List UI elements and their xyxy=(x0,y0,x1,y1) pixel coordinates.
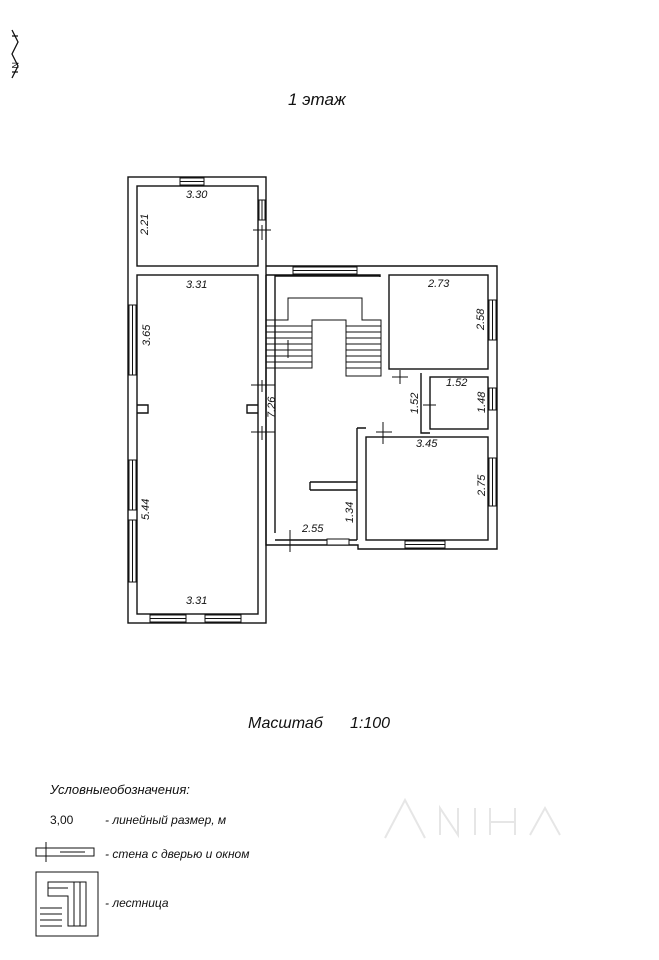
north-arrow-icon xyxy=(11,29,19,79)
stairs-icon xyxy=(35,871,99,937)
dim-small-side: 1.52 xyxy=(409,393,421,414)
dim-bottom-right-width: 3.45 xyxy=(416,438,438,450)
dim-top-right-width: 2.73 xyxy=(427,278,450,290)
top-left-room xyxy=(136,185,259,267)
windows xyxy=(128,177,497,623)
large-left-room xyxy=(136,274,259,615)
top-right-room xyxy=(388,274,489,370)
wall-door-window-icon xyxy=(35,842,95,862)
legend-stairs-text: - лестница xyxy=(105,896,169,910)
right-block-outer xyxy=(265,265,498,550)
north-letter: N xyxy=(10,62,20,69)
bottom-right-partition xyxy=(356,427,366,540)
dim-hall-width: 2.55 xyxy=(301,523,324,535)
watermark xyxy=(384,797,561,839)
plan-title: 1 этаж xyxy=(288,90,346,109)
dim-hall-small: 1.34 xyxy=(344,502,356,523)
hall-left-wall xyxy=(265,275,380,533)
legend-dimension-text: - линейный размер, м xyxy=(105,813,227,827)
dim-bottom-right-depth: 2.75 xyxy=(476,474,488,497)
walls xyxy=(127,176,498,624)
doors xyxy=(251,225,436,552)
dim-large-left-width: 3.31 xyxy=(186,279,207,291)
dim-small-width: 1.52 xyxy=(446,377,467,389)
small-room-partition xyxy=(420,373,430,434)
left-wing-outer xyxy=(127,176,267,624)
dim-large-left-bottom: 3.31 xyxy=(186,595,207,607)
legend-heading: Условныеобозначения: xyxy=(50,782,190,797)
bottom-right-room xyxy=(365,436,489,541)
dim-small-depth: 1.48 xyxy=(476,391,488,413)
legend-dimension-symbol: 3,00 xyxy=(50,813,74,827)
dim-large-left-upper: 3.65 xyxy=(141,324,153,346)
dim-top-left-depth: 2.21 xyxy=(139,214,151,236)
scale-value: 1:100 xyxy=(350,715,391,732)
dim-top-right-depth: 2.58 xyxy=(475,308,487,331)
hall-partition-stub xyxy=(309,481,357,491)
left-notch xyxy=(137,404,149,414)
scale-label: Масштаб xyxy=(248,715,323,732)
dim-top-left-width: 3.30 xyxy=(186,189,208,201)
legend-wall-text: - стена с дверью и окном xyxy=(105,847,250,861)
stairs xyxy=(265,297,382,377)
dim-large-left-lower: 5.44 xyxy=(140,499,152,520)
left-notch-right xyxy=(246,404,258,414)
dim-hall-depth: 7.26 xyxy=(266,396,278,418)
